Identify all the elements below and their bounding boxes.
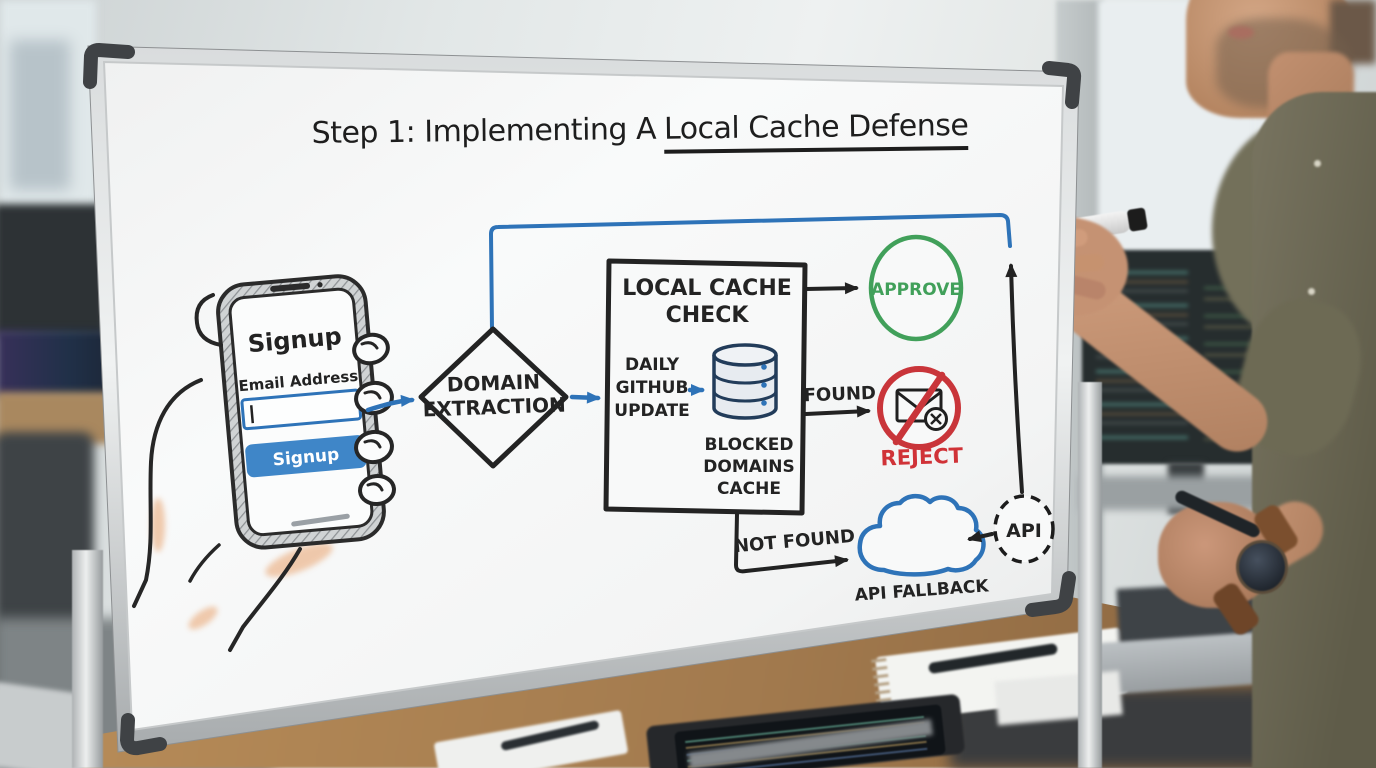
db-dot xyxy=(761,364,767,370)
reject-label: REJECT xyxy=(880,444,964,471)
smartphone-sketch-icon: Signup Email Address Signup xyxy=(216,274,386,550)
corner-cap-top-left xyxy=(83,42,135,89)
shirt-button xyxy=(1308,288,1315,295)
cloud-icon xyxy=(857,493,986,577)
fingernail-sketch xyxy=(360,341,379,350)
background-monitor-left xyxy=(0,204,106,336)
text-cursor xyxy=(249,405,255,424)
building-silhouette xyxy=(10,40,70,190)
approve-circle-icon xyxy=(868,234,964,342)
skin-patch xyxy=(265,543,333,577)
title-underlined: Local Cache Defense xyxy=(663,107,969,154)
fingernail-sketch xyxy=(363,439,382,449)
shirt-button xyxy=(1314,160,1321,167)
prohibition-slash xyxy=(892,371,946,446)
block-x xyxy=(930,413,942,425)
title-prefix: Step 1: Implementing A xyxy=(311,111,657,152)
home-indicator xyxy=(291,513,350,527)
db-lid xyxy=(712,343,778,367)
wrist-outline xyxy=(228,547,302,652)
update-label-2: GITHUB xyxy=(616,378,689,398)
signup-button xyxy=(245,435,367,478)
db-label-2: DOMAINS xyxy=(703,457,794,477)
blue-bypass-line xyxy=(488,212,1012,332)
wristwatch-icon xyxy=(1236,540,1288,594)
whiteboard-stand-left-post xyxy=(72,550,103,768)
db-dot xyxy=(761,400,767,406)
thumb-sketch xyxy=(194,293,223,347)
db-dot xyxy=(761,382,767,388)
window-left xyxy=(0,0,96,215)
fingernail-sketch xyxy=(366,482,384,492)
fingernail-sketch xyxy=(363,390,382,400)
database-icon xyxy=(712,343,778,420)
corner-cap-bottom-left xyxy=(119,713,167,756)
arrow-box-to-cloud xyxy=(733,512,849,574)
update-label-3: UPDATE xyxy=(614,401,689,421)
db-ring xyxy=(712,372,778,385)
domain-extraction-diamond xyxy=(418,326,569,469)
db-body xyxy=(712,355,778,420)
finger-sketch xyxy=(352,332,390,366)
hand-outline xyxy=(132,378,203,608)
api-dashed-circle-icon xyxy=(993,494,1055,564)
finger-sketch xyxy=(354,429,394,465)
whiteboard-stand-right-post xyxy=(1078,382,1102,768)
finger-sketch xyxy=(358,473,396,507)
arrow-phone-to-diamond xyxy=(365,394,415,413)
db-ring xyxy=(712,390,778,403)
arrow-box-to-approve xyxy=(804,282,859,295)
arrow-api-to-cloud xyxy=(967,530,994,543)
cache-box-title-1: LOCAL CACHE xyxy=(622,276,792,301)
found-label: FOUND xyxy=(803,383,876,407)
diamond-label-2: EXTRACTION xyxy=(422,393,566,422)
api-label: API xyxy=(1006,520,1042,542)
palm-line xyxy=(188,543,221,583)
skin-patch xyxy=(151,498,165,552)
arrow-box-to-reject xyxy=(804,405,871,418)
db-label-3: CACHE xyxy=(717,479,781,499)
phone-speaker xyxy=(270,282,311,292)
update-label-1: DAILY xyxy=(625,355,680,375)
db-label-1: BLOCKED xyxy=(704,435,793,455)
skin-patch xyxy=(188,606,218,630)
corner-cap-top-right xyxy=(1042,61,1082,109)
diamond-label-1: DOMAIN xyxy=(446,369,540,396)
corner-cap-bottom-right xyxy=(1025,571,1076,617)
approve-label: APPROVE xyxy=(871,280,961,300)
cache-box-title-2: CHECK xyxy=(666,303,750,328)
arrow-diamond-to-box xyxy=(569,391,601,404)
frame-corner-caps xyxy=(83,42,1082,756)
background-laptop-left xyxy=(0,330,118,398)
arrow-api-to-top xyxy=(1005,263,1024,494)
no-email-icon xyxy=(877,366,961,450)
phone-camera xyxy=(317,282,323,288)
person-lips xyxy=(1228,26,1254,39)
local-cache-check-box xyxy=(603,258,808,516)
